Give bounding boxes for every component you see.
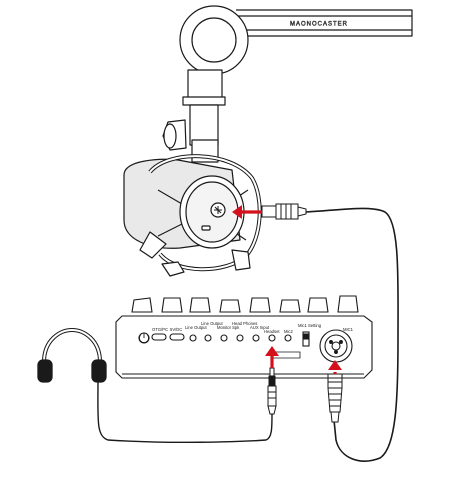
headphones-icon — [37, 327, 107, 383]
xlr-connector-icon — [261, 203, 307, 220]
trs-jack-icon — [267, 367, 277, 415]
jack-line-out-2 — [204, 334, 212, 342]
jack-line-out-1 — [189, 334, 197, 342]
audio-interface — [115, 295, 373, 379]
insert-arrow-combo — [328, 360, 342, 374]
xlr-plug-interface — [327, 373, 343, 423]
label-mic: Mic2 — [284, 329, 294, 334]
combo-input — [319, 329, 353, 363]
jack-monitor — [220, 334, 228, 342]
interface-labels: OTG/PC 5V/DC Line Output Line Output Mon… — [152, 321, 354, 334]
jack-aux — [252, 334, 260, 342]
arm-brand-text: MAONOCASTER — [290, 22, 348, 28]
insert-arrow-mic — [232, 205, 262, 219]
xlr-cable — [305, 207, 399, 462]
label-headset: Headset — [264, 329, 280, 334]
boom-arm: MAONOCASTER — [162, 5, 413, 163]
label-usb-out: OTG/PC — [152, 327, 168, 332]
label-mic-setting: Mic1 Setting — [298, 323, 322, 328]
jack-headset — [268, 334, 276, 342]
interface-knobs — [131, 295, 359, 313]
label-line-out-1: Line Output — [185, 325, 207, 330]
jack-phones — [236, 334, 244, 342]
headphone-cable — [97, 379, 273, 443]
label-aux: AUX Input — [250, 325, 270, 330]
insert-arrow-headset — [265, 346, 279, 368]
label-line-out-2: Line Output — [201, 321, 223, 326]
usb-port-otg — [151, 333, 167, 341]
label-monitor: Monitor Spk — [217, 325, 240, 330]
label-phones: Head Phones — [232, 321, 257, 326]
usb-port-dc — [169, 333, 185, 341]
label-usb-in: 5V/DC — [170, 327, 182, 332]
jack-mic2 — [284, 334, 292, 342]
label-combo: MIC1 — [343, 327, 354, 332]
